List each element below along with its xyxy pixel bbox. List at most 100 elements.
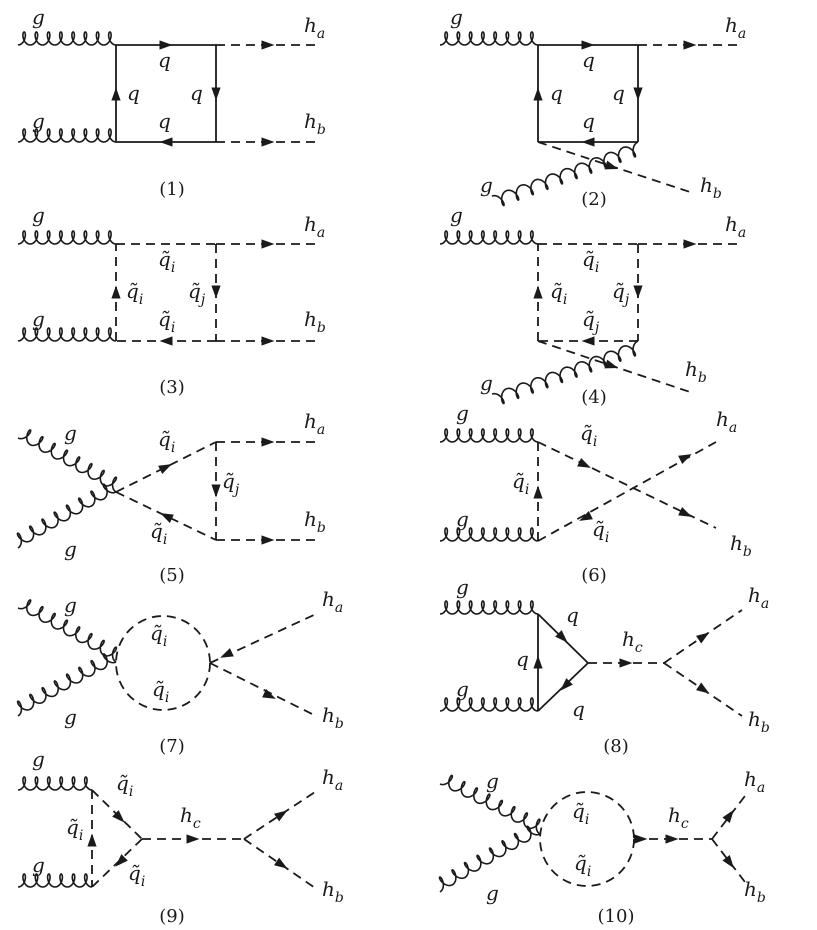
squark-label: q̃i	[158, 307, 175, 336]
propagator-arrow	[87, 833, 97, 847]
gluon-line	[17, 599, 118, 663]
propagator-arrow	[633, 87, 643, 101]
propagator-arrow	[262, 689, 276, 699]
diagram-caption: (1)	[159, 179, 185, 200]
gluon-line	[17, 776, 93, 791]
propagator-arrow	[274, 857, 288, 869]
propagator-arrow	[159, 336, 173, 346]
gluon-label: g	[456, 401, 469, 425]
propagator-arrow	[581, 40, 595, 50]
gluon-line	[439, 31, 539, 46]
higgs-label: ha	[716, 407, 737, 436]
gluon-label: g	[32, 109, 45, 133]
propagator-arrow	[261, 239, 275, 249]
particle-label: q	[582, 48, 595, 72]
gluon-label: g	[64, 705, 77, 729]
propagator-arrow	[211, 484, 221, 498]
higgs-line	[711, 791, 749, 840]
propagator-arrow	[159, 40, 173, 50]
squark-label: q̃i	[574, 851, 591, 880]
propagator-arrow	[533, 655, 543, 669]
diagram-caption: (3)	[159, 377, 185, 398]
gluon-line	[17, 429, 118, 493]
propagator-arrow	[577, 458, 591, 468]
propagator-arrow	[111, 87, 121, 101]
particle-label: q	[612, 81, 625, 105]
higgs-label: ha	[748, 583, 769, 612]
particle-label: q	[190, 81, 203, 105]
diagram-caption: (8)	[603, 736, 629, 757]
propagator-arrow	[619, 658, 633, 668]
propagator-arrow	[683, 239, 697, 249]
propagator-arrow	[261, 137, 275, 147]
gluon-label: g	[456, 507, 469, 531]
propagator-arrow	[274, 810, 288, 822]
squark-label: q̃i	[582, 247, 599, 276]
propagator-arrow	[696, 682, 710, 694]
propagator-arrow	[111, 285, 121, 299]
propagator-arrow	[261, 535, 275, 545]
propagator-arrow	[604, 160, 619, 170]
squark-label: q̃i	[592, 517, 609, 546]
gluon-line	[439, 774, 541, 835]
gluon-label: g	[32, 307, 45, 331]
higgs-line	[209, 662, 317, 717]
propagator-arrow	[581, 336, 595, 346]
higgs-label: hb	[304, 507, 326, 536]
propagator-arrow	[555, 630, 568, 643]
gluon-label: g	[480, 371, 493, 395]
squark-label: q̃i	[158, 427, 175, 456]
gluon-label: g	[486, 881, 499, 905]
scalar-propagator	[537, 441, 717, 542]
particle-label: q	[158, 48, 171, 72]
propagator-arrow	[261, 336, 275, 346]
higgs-label: hc	[622, 627, 643, 656]
gluon-label: g	[486, 769, 499, 793]
propagator-arrow	[678, 507, 692, 517]
propagator-arrow	[604, 359, 619, 369]
higgs-label: hb	[322, 703, 344, 732]
gluon-line	[491, 340, 639, 405]
propagator-arrow	[186, 834, 200, 844]
particle-label: q	[582, 109, 595, 133]
diagram-caption: (5)	[159, 565, 185, 586]
gluon-line	[439, 230, 539, 245]
propagator-arrow	[560, 678, 573, 691]
diagram-caption: (9)	[159, 906, 185, 927]
squark-label: q̃j	[188, 279, 206, 308]
propagator-arrow	[722, 855, 734, 869]
squark-label: q̃i	[152, 677, 169, 706]
gluon-label: g	[456, 677, 469, 701]
higgs-label: hc	[180, 803, 201, 832]
particle-label: q	[572, 697, 585, 721]
propagator-arrow	[533, 87, 543, 101]
gluon-line	[17, 230, 117, 245]
gluon-line	[16, 653, 117, 717]
higgs-line	[711, 838, 749, 887]
propagator-arrow	[115, 854, 128, 867]
propagator-arrow	[533, 485, 543, 499]
gluon-label: g	[450, 5, 463, 29]
higgs-label: hb	[730, 531, 752, 560]
gluon-line	[439, 600, 539, 615]
squark-label: q̃i	[66, 815, 83, 844]
gluon-line	[439, 527, 539, 542]
gluon-line	[439, 428, 539, 443]
higgs-label: ha	[304, 13, 325, 42]
squark-label: q̃i	[512, 469, 529, 498]
gluon-label: g	[32, 203, 45, 227]
propagator-arrow	[160, 513, 174, 523]
scalar-propagator	[115, 491, 217, 541]
gluon-line	[17, 327, 117, 342]
propagator-arrow	[159, 137, 173, 147]
